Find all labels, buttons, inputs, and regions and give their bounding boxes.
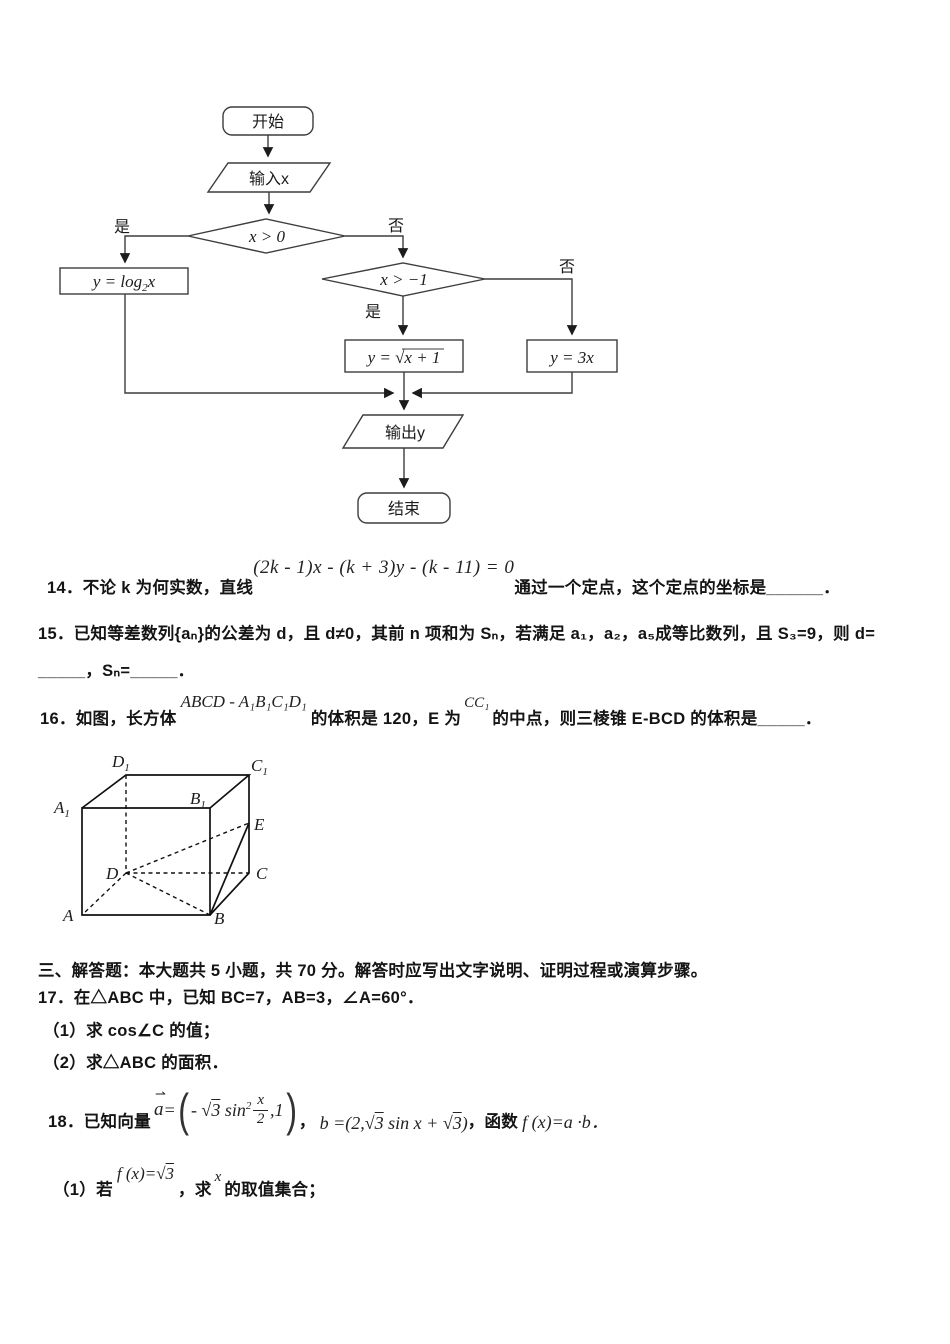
line-3x-to-merge	[411, 372, 573, 399]
question-18-part1: （1）若 f (x)=√3 ，求 x 的取值集合；	[53, 1160, 325, 1200]
q18-part1-formula: f (x)=√3	[116, 1164, 175, 1183]
q18-part1-var: x	[214, 1169, 222, 1185]
q16-formula-cuboid: ABCD - A₁B₁C₁D₁	[180, 692, 307, 711]
3x-label: y = 3x	[548, 348, 594, 367]
q18-part1-mid: ，求	[178, 1181, 212, 1199]
vector-a-symbol: ⇀a	[153, 1086, 166, 1120]
q18-a-equals: =	[163, 1099, 176, 1120]
q18-f-definition: f (x)=a ·b．	[522, 1112, 609, 1132]
hidden-diag-D-B	[125, 872, 211, 916]
q18-prefix: 18．已知向量	[48, 1113, 151, 1131]
cuboid-top-edges	[81, 774, 252, 809]
q16-prefix: 16．如图，长方体	[40, 710, 177, 728]
flowchart-node-input	[206, 162, 332, 193]
cond2-yes-label: 是	[365, 304, 381, 321]
big-paren-open: (	[177, 1084, 189, 1136]
big-paren-close: )	[285, 1084, 297, 1136]
arrow-cond2-no	[485, 278, 578, 336]
q16-mid: 的体积是 120，E 为	[310, 710, 462, 728]
vertex-label-D1: D1	[111, 752, 130, 774]
cond1-label: x > 0	[248, 227, 286, 246]
cond2-no-label: 否	[559, 259, 575, 276]
q16-formula-cc1: CC₁	[464, 695, 490, 711]
q14-suffix: 通过一个定点，这个定点的坐标是______．	[514, 579, 841, 597]
cuboid-figure: A1 B1 C1 D1 A B C D E	[53, 752, 268, 928]
vertex-label-E: E	[253, 815, 265, 834]
question-17-part1: （1）求 cos∠C 的值；	[43, 1022, 220, 1040]
q14-formula: (2k - 1)x - (k + 3)y - (k - 11) = 0	[253, 557, 515, 578]
q14-prefix: 14．不论 k 为何实数，直线	[47, 579, 254, 597]
flowchart-node-log	[59, 267, 189, 295]
hidden-edge-D-A	[81, 872, 127, 916]
section-3-header: 三、解答题：本大题共 5 小题，共 70 分。解答时应写出文字说明、证明过程或演…	[38, 962, 708, 980]
q16-suffix: 的中点，则三棱锥 E-BCD 的体积是_____．	[492, 710, 822, 728]
start-label: 开始	[252, 113, 284, 131]
flowchart-figure: 开始 输入x x > 0 是 否 y = log2x x > −1 是 否 y …	[59, 106, 618, 524]
sqrt-label: y = √x + 1	[366, 348, 441, 367]
vertex-label-A: A	[62, 906, 74, 925]
cuboid-right-edges	[209, 775, 250, 916]
flowchart-node-end	[357, 492, 451, 524]
cond1-yes-label: 是	[114, 219, 130, 236]
q18-vector-b-formula: b =(2,√3 sin x + √3)	[319, 1113, 468, 1133]
arrow-cond1-yes	[119, 235, 188, 264]
arrow-cond1-no	[345, 235, 409, 259]
log-label: y = log2x	[91, 272, 156, 294]
line-log-to-merge	[124, 294, 395, 399]
cond2-label: x > −1	[379, 270, 428, 289]
q18-a-term2: ,1	[270, 1099, 284, 1120]
vertex-label-A1: A1	[53, 798, 70, 820]
question-17-part2: （2）求△ABC 的面积．	[43, 1054, 229, 1072]
vector-arrow-icon: ⇀	[154, 1086, 166, 1101]
output-label: 输出y	[385, 424, 425, 442]
input-label: 输入x	[249, 170, 289, 188]
vertex-label-D: D	[105, 864, 119, 883]
question-17: 17．在△ABC 中，已知 BC=7，AB=3，∠A=60°．	[38, 989, 424, 1007]
vertex-label-B: B	[214, 909, 225, 928]
cuboid-front-face	[81, 807, 211, 916]
question-15-line1: 15．已知等差数列{aₙ}的公差为 d，且 d≠0，其前 n 项和为 Sₙ，若满…	[38, 625, 876, 643]
vertex-label-B1: B1	[190, 789, 206, 811]
cond1-no-label: 否	[388, 218, 404, 235]
vertex-label-C: C	[256, 864, 268, 883]
q18-a-term1: - √3 sin2	[190, 1099, 252, 1120]
q18-comma1: ，	[298, 1113, 316, 1131]
q18-comma2: ，函数	[467, 1113, 519, 1131]
edge-B-E	[209, 822, 250, 916]
flowchart-node-output	[341, 414, 465, 449]
question-16: 16．如图，长方体 ABCD - A₁B₁C₁D₁ 的体积是 120，E 为 C…	[40, 692, 822, 729]
vertex-label-C1: C1	[251, 756, 268, 778]
question-15-line2: _____，Sₙ=_____．	[38, 662, 195, 680]
end-label: 结束	[388, 500, 420, 518]
question-14: 14．不论 k 为何实数，直线 (2k - 1)x - (k + 3)y - (…	[47, 557, 840, 598]
q18-part1-tail: 的取值集合；	[224, 1181, 326, 1199]
q18-part1-open: （1）若	[53, 1181, 113, 1199]
